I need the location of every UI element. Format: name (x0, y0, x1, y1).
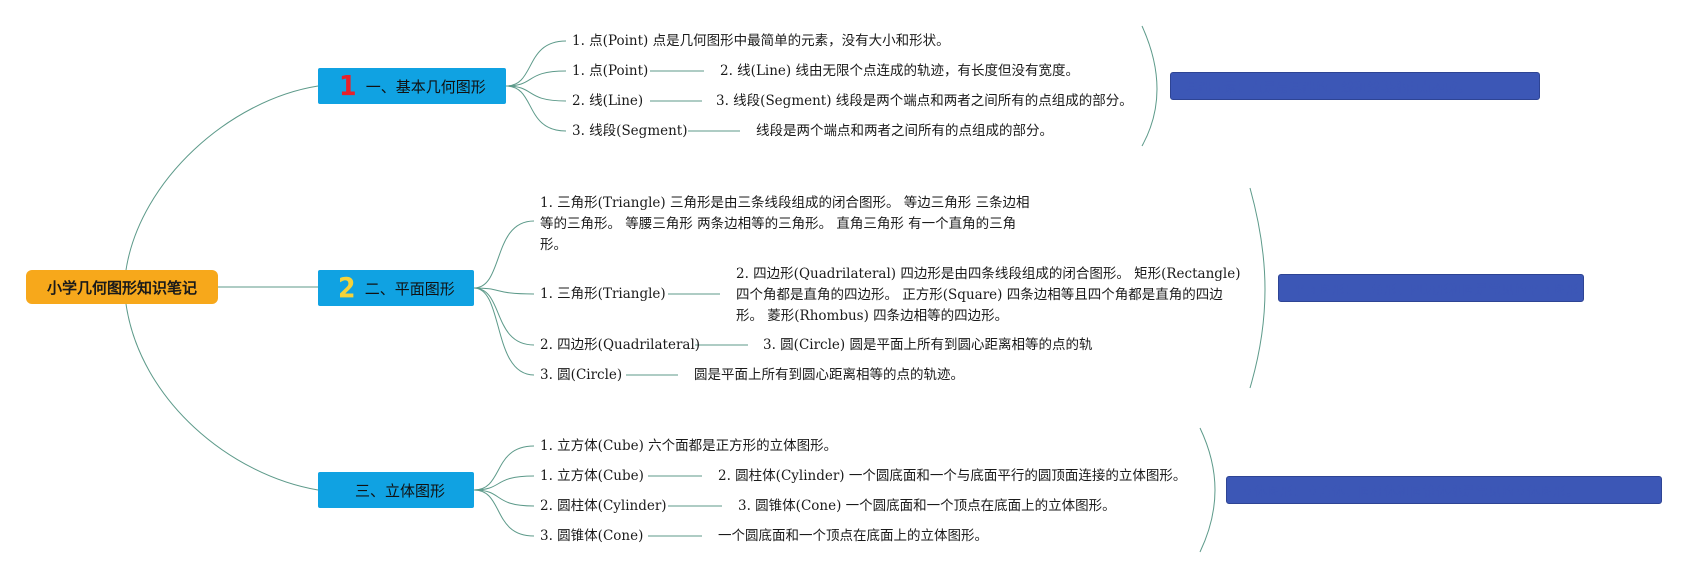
leaf-cube-definition: 1. 立方体(Cube) 六个面都是正方形的立体图形。 (540, 438, 838, 454)
leaf-line: 2. 线(Line) (572, 93, 644, 109)
detail-cone: 3. 圆锥体(Cone) 一个圆底面和一个顶点在底面上的立体图形。 (738, 498, 1116, 514)
leaf-quadrilateral: 2. 四边形(Quadrilateral) (540, 337, 701, 353)
summary-basic-shapes[interactable]: 基础元素：点是最基础的，线和线段都由点构成。 (1170, 72, 1540, 100)
leaf-triangle: 1. 三角形(Triangle) (540, 286, 666, 302)
detail-segment: 3. 线段(Segment) 线段是两个端点和两者之间所有的点组成的部分。 (716, 93, 1133, 109)
detail-circle: 3. 圆(Circle) 圆是平面上所有到圆心距离相等的点的轨 (763, 337, 1093, 353)
root-link-1 (125, 85, 319, 271)
leaf-cylinder: 2. 圆柱体(Cylinder) (540, 498, 667, 514)
leaf-segment: 3. 线段(Segment) (572, 123, 688, 139)
branch3-link-3 (473, 489, 535, 507)
summary-bracket-2 (1249, 187, 1266, 389)
branch2-link-4 (473, 287, 535, 376)
summary-solid-shapes[interactable]: 立体图形：立方体、圆柱体和圆锥体都是常见的立体图形。 (1226, 476, 1662, 504)
detail-line: 2. 线(Line) 线由无限个点连成的轨迹，有长度但没有宽度。 (720, 63, 1079, 79)
branch-label-3: 三、立体图形 (354, 481, 445, 500)
detail-cylinder: 2. 圆柱体(Cylinder) 一个圆底面和一个与底面平行的圆顶面连接的立体图… (718, 468, 1187, 484)
detail-cone-def: 一个圆底面和一个顶点在底面上的立体图形。 (718, 528, 988, 544)
root-label: 小学几何图形知识笔记 (46, 278, 197, 297)
detail-circle-def: 圆是平面上所有到圆心距离相等的点的轨迹。 (694, 367, 964, 383)
branch1-link-4 (505, 85, 567, 132)
summary-plane-shapes[interactable]: 平面图形：三角形、四边形和圆是常见的平面图形。 (1278, 274, 1584, 302)
detail-segment-def: 线段是两个端点和两者之间所有的点组成的部分。 (756, 123, 1053, 139)
leaf-circle: 3. 圆(Circle) (540, 367, 623, 383)
leaf-cone: 3. 圆锥体(Cone) (540, 528, 644, 544)
branch-basic-shapes[interactable]: 1 一、基本几何图形 (318, 68, 506, 104)
branch2-link-2 (473, 287, 535, 295)
leaf-cube: 1. 立方体(Cube) (540, 468, 644, 484)
branch-number-2: 2 (338, 271, 356, 304)
branch-label-1: 一、基本几何图形 (365, 77, 486, 96)
branch3-link-2 (473, 475, 535, 491)
branch-number-1: 1 (339, 69, 357, 102)
detail-quadrilateral: 2. 四边形(Quadrilateral) 四边形是由四条线段组成的闭合图形。 … (736, 266, 1241, 324)
branch2-link-3 (473, 287, 535, 346)
branch1-link-1 (505, 40, 567, 87)
branch1-link-3 (505, 85, 567, 102)
branch3-link-1 (473, 445, 535, 491)
summary-bracket-1 (1141, 25, 1158, 147)
root-node[interactable]: 小学几何图形知识笔记 (26, 270, 218, 304)
root-link-3 (125, 303, 319, 491)
leaf-point: 1. 点(Point) (572, 63, 649, 79)
leaf-triangle-definition: 1. 三角形(Triangle) 三角形是由三条线段组成的闭合图形。 等边三角形… (540, 195, 1030, 253)
branch-plane-shapes[interactable]: 2 二、平面图形 (318, 270, 474, 306)
leaf-point-definition: 1. 点(Point) 点是几何图形中最简单的元素，没有大小和形状。 (572, 33, 950, 49)
branch1-link-2 (505, 70, 567, 87)
branch-solid-shapes[interactable]: 三、立体图形 (318, 472, 474, 508)
summary-bracket-3 (1199, 427, 1216, 553)
branch3-link-4 (473, 489, 535, 537)
branch-label-2: 二、平面图形 (364, 279, 455, 298)
branch2-link-1 (473, 220, 535, 289)
